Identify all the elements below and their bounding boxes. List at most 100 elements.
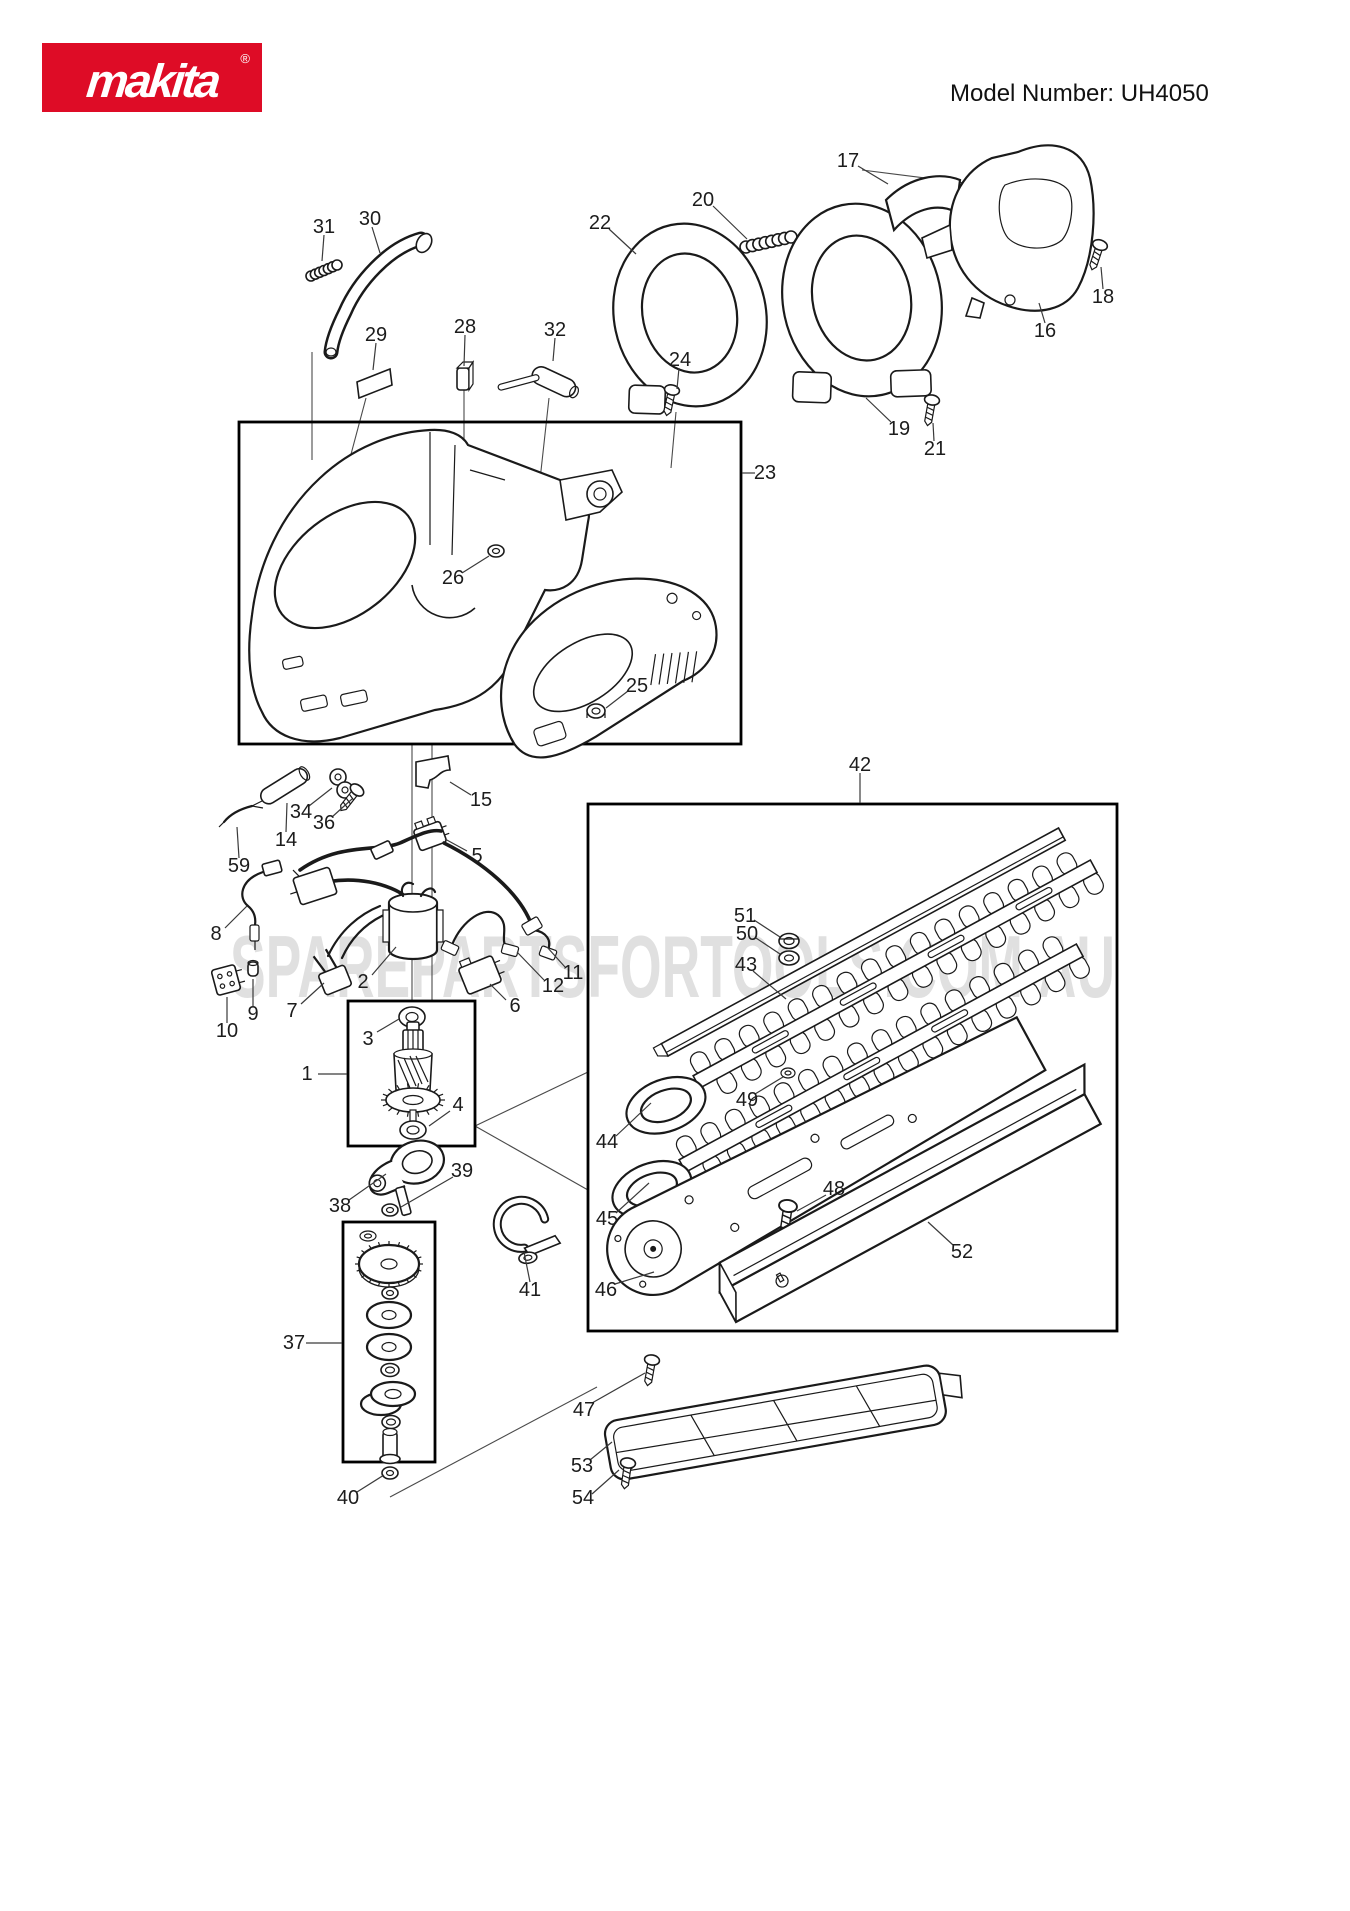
part-label-26: 26 — [442, 567, 464, 589]
part-label-34: 34 — [290, 801, 312, 823]
part-drawing-30-handle-pipe — [323, 231, 433, 360]
part-leader-47 — [591, 1372, 646, 1404]
part-label-29: 29 — [365, 324, 387, 346]
part-leader-12 — [516, 951, 545, 981]
part-drawing-20-spring — [739, 230, 798, 254]
blade-box — [586, 802, 1119, 1333]
part-leader-52 — [927, 1221, 954, 1246]
part-leader-41 — [523, 1251, 531, 1283]
part-leader-40 — [356, 1474, 385, 1493]
part-leader-36 — [331, 798, 353, 818]
part-drawing-37-gear-set — [355, 1230, 423, 1465]
part-drawing-52-blade-cover — [718, 1062, 1103, 1324]
part-label-42: 42 — [849, 754, 871, 776]
part-drawing-53-chip-receiver — [603, 1364, 963, 1481]
part-leader-50 — [755, 937, 781, 955]
part-leader-39 — [400, 1176, 454, 1208]
part-drawing-41-fork — [492, 1195, 562, 1265]
part-label-38: 38 — [329, 1195, 351, 1217]
part-leader-53 — [589, 1441, 613, 1461]
part-label-32: 32 — [544, 319, 566, 341]
part-drawing-38-crank — [368, 1139, 445, 1217]
part-leader-6 — [489, 983, 507, 1001]
housing-box — [237, 420, 743, 746]
part-leader-31 — [321, 234, 325, 262]
part-label-9: 9 — [247, 1003, 258, 1025]
part-drawing-28-block — [455, 360, 475, 392]
part-label-12: 12 — [542, 975, 564, 997]
part-leader-46 — [614, 1271, 655, 1285]
part-label-48: 48 — [823, 1178, 845, 1200]
part-drawing-12-wire — [440, 910, 520, 958]
part-drawing-16-hand-guard — [921, 144, 1095, 319]
part-drawing-10-connector — [210, 964, 246, 996]
part-leader-14 — [285, 802, 288, 833]
part-leader-5 — [444, 838, 468, 852]
part-label-20: 20 — [692, 189, 714, 211]
part-drawing-46-base-plate — [606, 1015, 1047, 1297]
part-label-18: 18 — [1092, 286, 1114, 308]
part-leader-38 — [348, 1173, 387, 1201]
part-drawing-15-holder — [415, 755, 451, 789]
part-label-51: 51 — [734, 905, 756, 927]
part-label-16: 16 — [1034, 320, 1056, 342]
part-leader-51 — [753, 919, 781, 938]
part-drawing-23-housing-left — [248, 428, 623, 743]
part-label-37: 37 — [283, 1332, 305, 1354]
part-leader-15 — [449, 781, 472, 796]
part-label-21: 21 — [924, 438, 946, 460]
part-drawing-9-pin — [247, 959, 259, 977]
part-label-4: 4 — [452, 1094, 463, 1116]
part-label-43: 43 — [735, 954, 757, 976]
part-leader-32 — [552, 337, 556, 362]
part-leader-20 — [712, 205, 748, 240]
part-drawing-4-bearing — [399, 1120, 427, 1140]
part-label-5: 5 — [471, 845, 482, 867]
part-leader-29 — [372, 342, 377, 371]
part-drawing-22-loop-handle — [612, 222, 768, 415]
part-leader-48 — [796, 1194, 827, 1212]
part-label-39: 39 — [451, 1160, 473, 1182]
part-label-28: 28 — [454, 316, 476, 338]
part-leader-49 — [754, 1076, 784, 1095]
part-label-10: 10 — [216, 1020, 238, 1042]
part-label-23: 23 — [754, 462, 776, 484]
part-leader-59 — [236, 826, 240, 859]
part-leader-3 — [376, 1018, 400, 1033]
part-label-50: 50 — [736, 923, 758, 945]
part-label-49: 49 — [736, 1089, 758, 1111]
part-drawing-31-spring — [305, 259, 343, 282]
part-label-54: 54 — [572, 1487, 594, 1509]
part-label-44: 44 — [596, 1131, 618, 1153]
part-label-14: 14 — [275, 829, 297, 851]
part-label-47: 47 — [573, 1399, 595, 1421]
part-leader-21 — [932, 422, 935, 442]
wiring-harness — [290, 828, 534, 960]
part-label-3: 3 — [362, 1028, 373, 1050]
part-leader-4 — [428, 1110, 451, 1127]
part-label-30: 30 — [359, 208, 381, 230]
makita-logo: makita ® — [42, 43, 262, 112]
part-label-52: 52 — [951, 1241, 973, 1263]
part-leader-28 — [463, 334, 466, 367]
part-leader-25 — [605, 690, 629, 709]
registered-trademark-icon: ® — [240, 51, 250, 66]
part-drawing-7-terminal — [312, 948, 352, 996]
part-drawing-43-guide-bar — [652, 826, 1067, 1058]
part-drawing-44-blade-upper — [625, 852, 1104, 1135]
part-leader-26 — [461, 555, 490, 574]
part-label-22: 22 — [589, 212, 611, 234]
part-leader-11 — [546, 946, 566, 968]
part-label-6: 6 — [509, 995, 520, 1017]
part-leader-2 — [371, 946, 397, 976]
part-label-59: 59 — [228, 855, 250, 877]
part-leader-19 — [865, 397, 892, 423]
part-leader-7 — [300, 982, 325, 1005]
part-leader-8 — [224, 905, 248, 929]
part-label-45: 45 — [596, 1208, 618, 1230]
part-label-36: 36 — [313, 812, 335, 834]
part-label-24: 24 — [669, 349, 691, 371]
part-drawing-8-wire — [241, 859, 283, 950]
